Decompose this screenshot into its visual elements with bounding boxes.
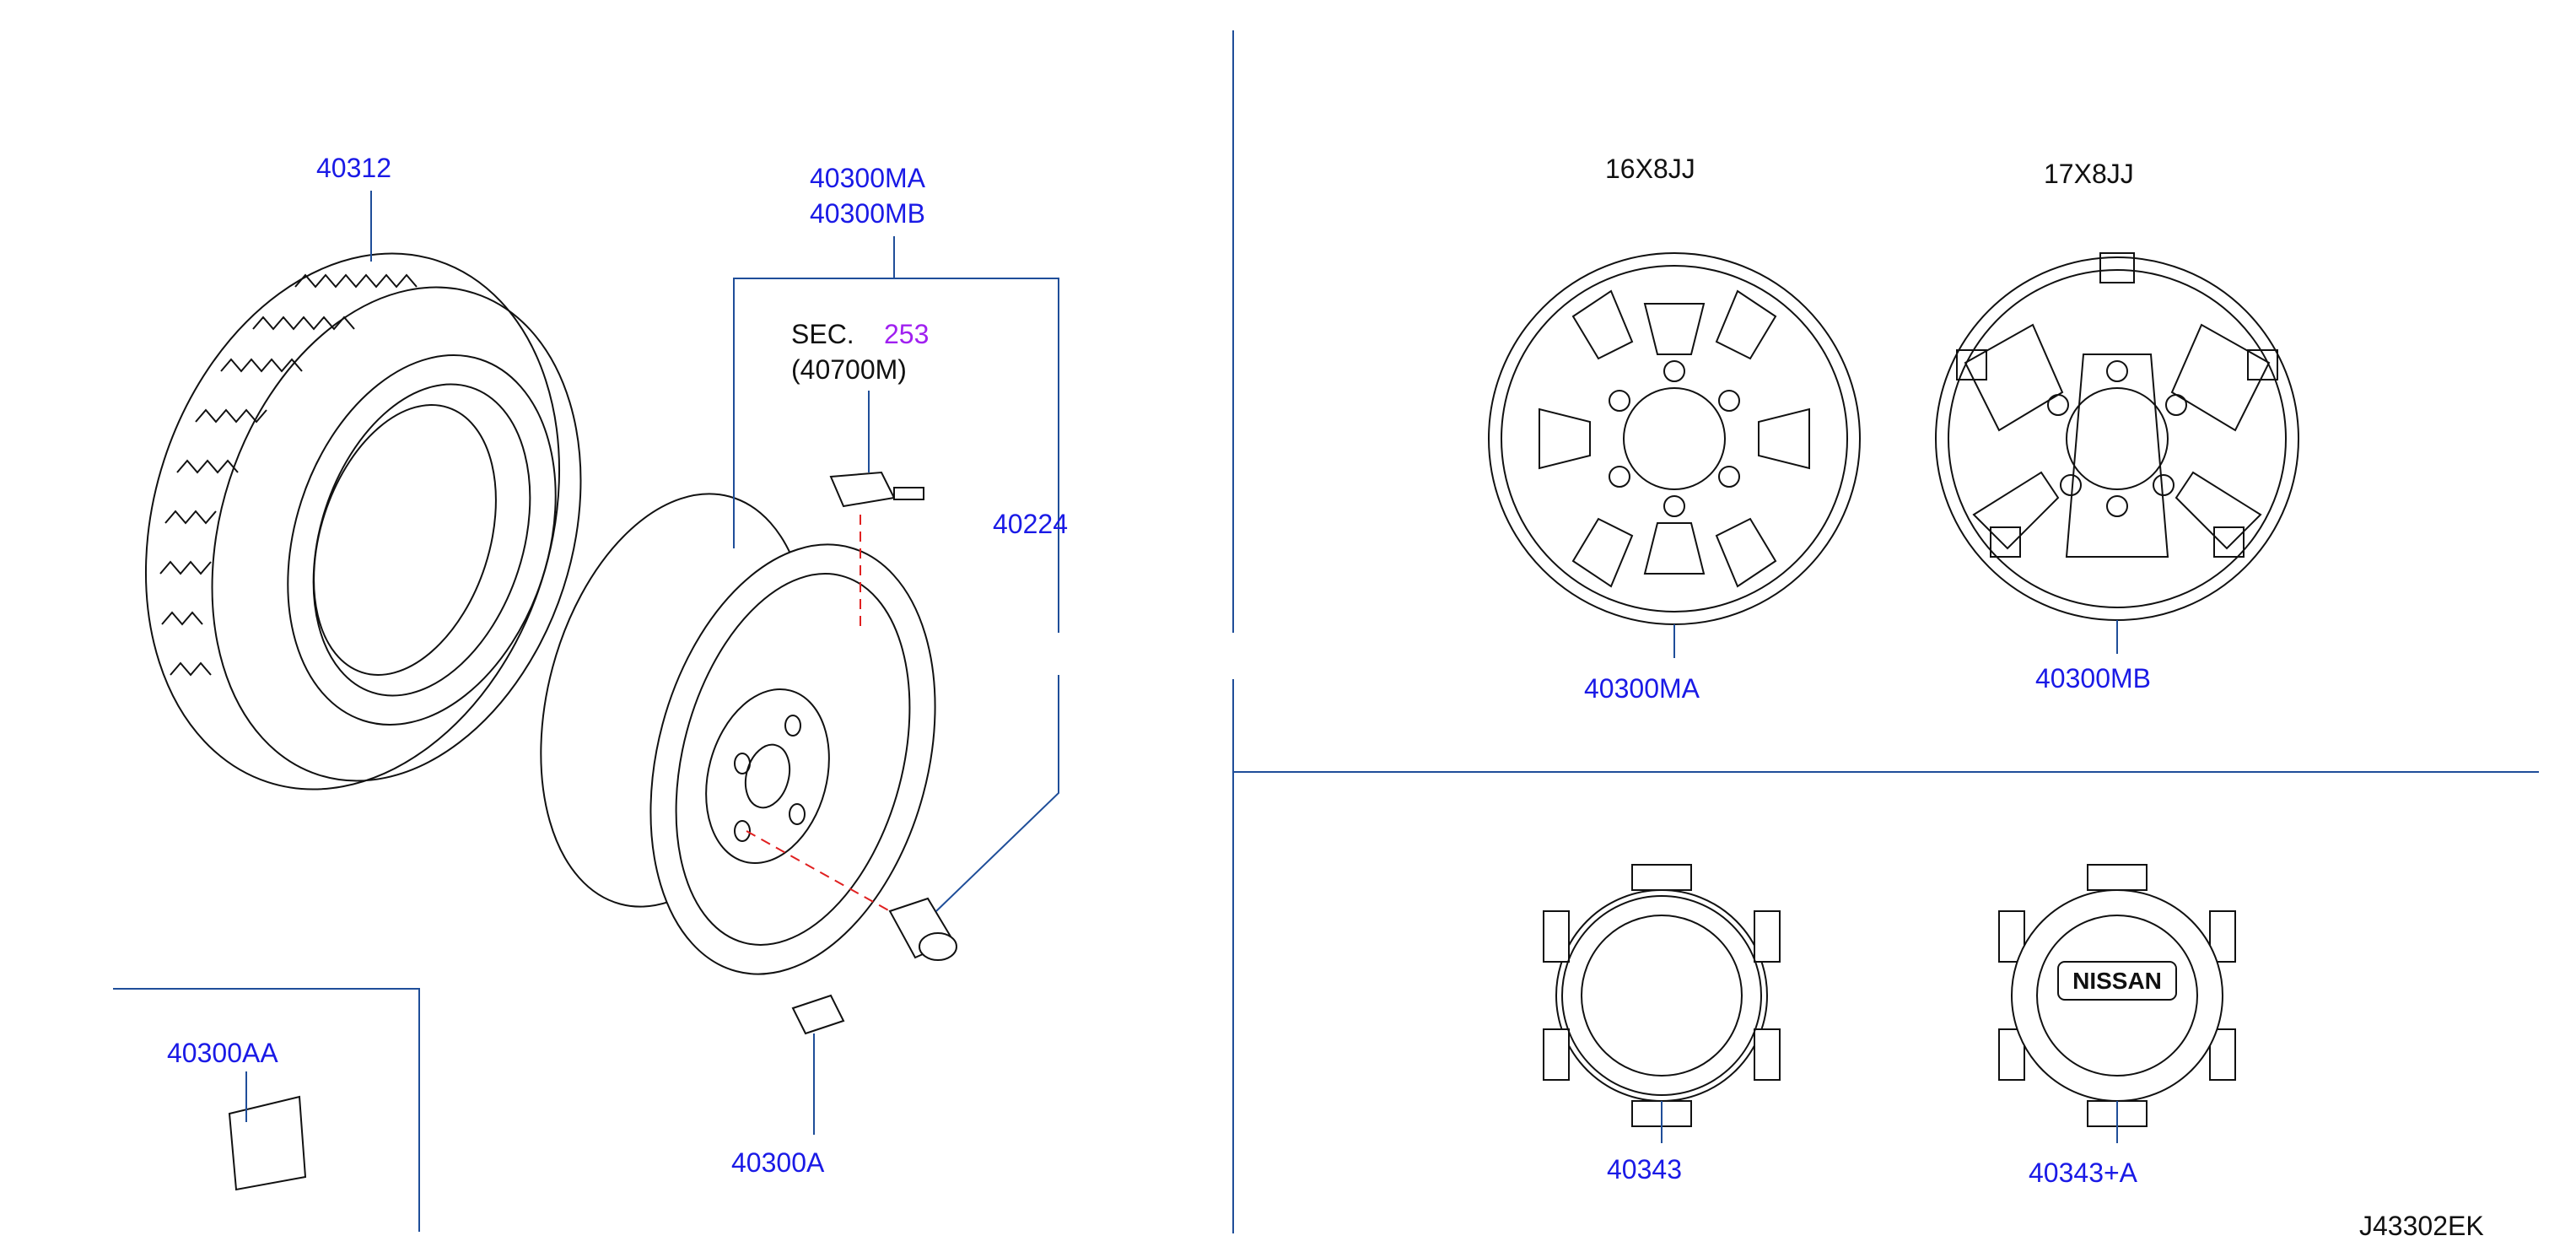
balance-weight-aa-drawing [228, 1095, 307, 1191]
center-cap-plain-drawing [1543, 864, 1781, 1143]
label-wheel-ma: 40300MA [810, 163, 925, 193]
alloy-wheel-16-drawing [1488, 252, 1861, 658]
label-wheel-17-partno: 40300MB [2035, 663, 2151, 693]
label-cap-plain: 40343 [1607, 1154, 1682, 1185]
tire-drawing [144, 252, 582, 791]
label-sec-prefix: SEC. [791, 319, 854, 349]
label-wheel-16-partno: 40300MA [1584, 673, 1700, 704]
label-sec-number: 253 [884, 319, 930, 349]
nissan-logo-text: NISSAN [2072, 968, 2162, 994]
spare-wheel-drawing [540, 493, 936, 975]
label-wheel-mb: 40300MB [810, 198, 925, 229]
leader-lines [245, 191, 1059, 1135]
label-tire: 40312 [316, 153, 391, 183]
balance-weight-a-drawing [791, 994, 845, 1035]
label-sec-ref: (40700M) [791, 354, 907, 385]
panel-dividers [113, 30, 2539, 1233]
label-size-16: 16X8JJ [1605, 154, 1695, 184]
label-size-17: 17X8JJ [2044, 159, 2134, 189]
alloy-wheel-17-drawing [1935, 252, 2299, 654]
center-cap-logo-drawing [1998, 864, 2236, 1143]
tpms-sensor-drawing [829, 471, 924, 633]
label-cap-logo: 40343+A [2029, 1158, 2138, 1188]
label-balance-weight-a: 40300A [731, 1147, 825, 1178]
label-balance-weight-aa: 40300AA [167, 1038, 278, 1068]
label-valve: 40224 [993, 509, 1068, 539]
diagram-id: J43302EK [2359, 1211, 2484, 1241]
valve-cap-drawing [746, 830, 957, 961]
